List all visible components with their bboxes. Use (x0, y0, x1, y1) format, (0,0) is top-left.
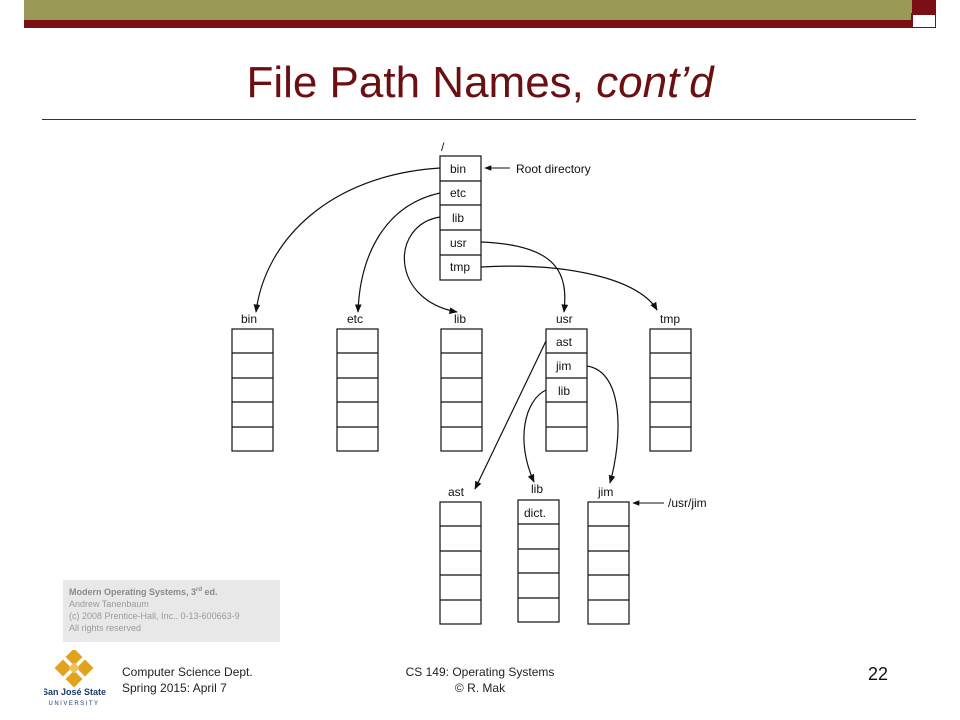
dir-label-tmp: tmp (660, 312, 680, 326)
arrow-root-tmp (480, 265, 658, 311)
dir-label-usr: usr (556, 312, 573, 326)
root-entry-usr: usr (450, 236, 467, 250)
sjsu-logo: San José State UNIVERSITY (44, 650, 106, 707)
dir-label-jim: jim (597, 485, 613, 499)
dir-label-etc: etc (347, 312, 363, 326)
arrow-usr-ast (474, 340, 547, 490)
usr-entry-ast: ast (556, 335, 573, 349)
dir-tmp (649, 328, 692, 452)
footer-date-line: Spring 2015: April 7 (122, 681, 227, 695)
dir-label-lib: lib (454, 312, 466, 326)
logo-text-1: San José State (44, 687, 106, 697)
slide-title: File Path Names, cont’d (0, 58, 960, 108)
footer-dept-line: Computer Science Dept. (122, 665, 253, 679)
usr-entry-lib: lib (558, 384, 570, 398)
arrow-usr-jim (586, 365, 619, 484)
dir-ast (439, 501, 482, 625)
credit-book-title: Modern Operating Systems, 3rd ed. (69, 587, 218, 597)
dir-etc (336, 328, 379, 452)
slide-header-bar (24, 0, 936, 28)
title-rule (42, 119, 916, 120)
footer-author-line: © R. Mak (454, 681, 506, 695)
dir-bin (231, 328, 274, 452)
arrow-root-lib (404, 216, 458, 314)
dir-label-ast: ast (448, 485, 465, 499)
arrow-usr-lib (523, 389, 547, 483)
usr-lib-entry-dict: dict. (524, 506, 546, 520)
arrow-root-etc (354, 192, 441, 313)
arrow-root-usr (480, 241, 569, 313)
arrow-root-bin (253, 167, 441, 313)
root-entry-bin: bin (450, 162, 466, 176)
credit-rights: All rights reserved (69, 623, 142, 633)
footer-course: CS 149: Operating Systems © R. Mak (360, 664, 600, 696)
credit-author: Andrew Tanenbaum (69, 599, 149, 609)
root-entry-etc: etc (450, 186, 466, 200)
credit-publisher: (c) 2008 Prentice-Hall, Inc.. 0-13-60066… (69, 611, 240, 621)
root-label: / (441, 140, 445, 154)
logo-text-2: UNIVERSITY (48, 701, 99, 707)
page-number: 22 (868, 664, 889, 684)
jim-annotation: /usr/jim (668, 496, 707, 510)
root-directory (439, 155, 482, 281)
dir-label-bin: bin (241, 312, 257, 326)
dir-lib (440, 328, 483, 452)
book-credit-box: Modern Operating Systems, 3rd ed. Andrew… (63, 580, 280, 642)
footer-dept: Computer Science Dept. Spring 2015: Apri… (122, 664, 253, 696)
dir-jim (587, 501, 630, 625)
root-entry-tmp: tmp (450, 260, 470, 274)
root-annotation: Root directory (516, 162, 591, 176)
footer-course-line: CS 149: Operating Systems (405, 665, 555, 679)
dir-label-usr-lib: lib (531, 482, 543, 496)
dir-usr-lib (517, 499, 560, 623)
slide-title-italic: cont’d (596, 58, 714, 107)
root-entry-lib: lib (452, 211, 464, 225)
dir-usr (545, 328, 588, 452)
usr-entry-jim: jim (555, 359, 571, 373)
slide-title-main: File Path Names, (246, 58, 584, 107)
sjsu-logo-emblem-icon (54, 650, 94, 688)
